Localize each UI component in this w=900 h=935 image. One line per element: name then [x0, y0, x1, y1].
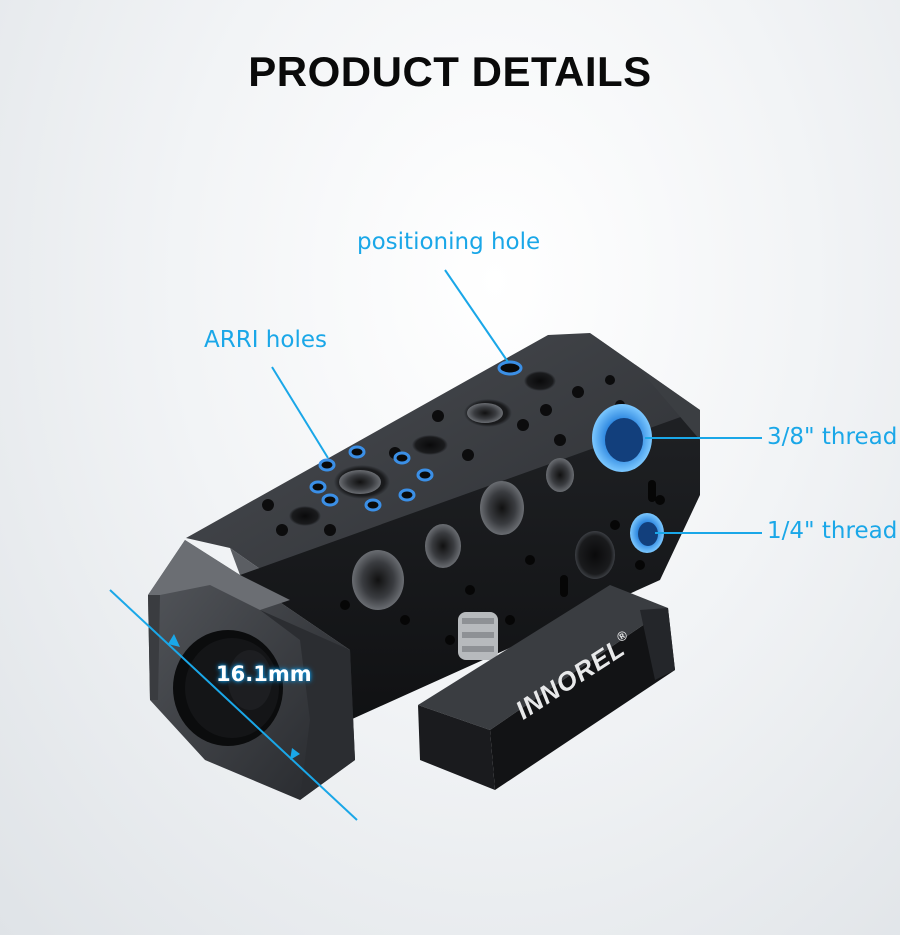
- thread-14-highlight: [630, 513, 664, 553]
- mount-screw: [458, 612, 498, 660]
- callout-lines: [109, 269, 762, 821]
- callout-diameter: 16.1mm: [216, 662, 312, 686]
- callout-positioning-hole: positioning hole: [357, 229, 541, 255]
- page-title: PRODUCT DETAILS: [248, 48, 652, 95]
- positioning-hole-highlight: [497, 360, 523, 376]
- callout-14-thread: 1/4" thread: [767, 518, 898, 544]
- top-face-holes: [262, 371, 625, 536]
- innorel-clamp: [418, 585, 675, 790]
- callout-arri-holes: ARRI holes: [204, 327, 327, 353]
- thread-38-highlight: [592, 404, 652, 472]
- line-diameter: [109, 589, 358, 821]
- line-arri: [271, 366, 329, 459]
- front-face-holes: [340, 458, 665, 645]
- arri-holes: [309, 445, 434, 512]
- diameter-arrows: [168, 634, 300, 760]
- line-positioning: [444, 269, 509, 363]
- callout-38-thread: 3/8" thread: [767, 424, 898, 450]
- rod-bore: [173, 630, 283, 746]
